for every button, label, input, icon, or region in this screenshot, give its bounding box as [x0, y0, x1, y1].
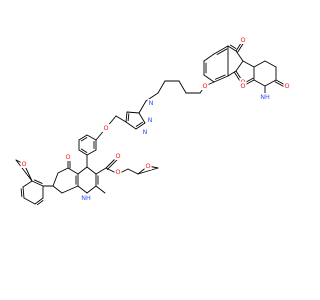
bond-line: [126, 111, 140, 114]
atom-label-nh-glut: NH: [260, 93, 270, 101]
atom-label-o-ester-carbonyl: O: [115, 152, 120, 160]
bond-line: [178, 80, 187, 94]
bond-line: [135, 122, 146, 130]
double-bond-line: [127, 113, 130, 122]
bond-line: [77, 166, 88, 175]
bond-line: [61, 185, 79, 194]
bond-line: [235, 50, 244, 62]
atom-label-background: [147, 99, 155, 107]
bond-line: [23, 197, 36, 205]
bond-line: [57, 167, 69, 174]
atom-label-background: [259, 93, 271, 101]
atom-label-o-phth-top: O: [240, 36, 245, 44]
atom-label-background: [201, 82, 209, 90]
double-bond-line: [229, 44, 237, 50]
double-bond-line: [20, 188, 23, 197]
atom-label-background: [144, 162, 152, 170]
double-bond-line: [135, 121, 143, 127]
bond-line: [242, 60, 255, 68]
atom-label-o-ketone: O: [65, 153, 70, 161]
bond-line: [115, 115, 127, 123]
bond-line: [77, 185, 88, 194]
bond-line: [67, 167, 79, 175]
atom-label-o-ester-single: O: [115, 168, 120, 176]
bond-line: [264, 60, 277, 68]
double-bond-line: [216, 48, 228, 55]
double-bond-line: [36, 200, 44, 206]
bond-line: [22, 180, 33, 188]
bond-line: [125, 121, 137, 130]
bond-line: [138, 100, 147, 114]
atom-label-o-glut-b: O: [284, 82, 289, 90]
bond-line: [95, 185, 106, 194]
bond-line: [86, 185, 97, 194]
bond-line: [125, 111, 128, 123]
bond-line: [31, 180, 44, 187]
bond-line: [253, 60, 266, 68]
atom-label-o-methoxy-ester: O: [145, 162, 150, 170]
atom-label-background: [146, 116, 154, 124]
bond-line: [203, 53, 215, 62]
bond-line: [235, 60, 244, 72]
molecule-canvas: OOOONHONNNOOOOONHO: [15, 36, 291, 206]
atom-label-n-triazole-2: N: [148, 116, 153, 124]
atom-label-background: [20, 160, 28, 168]
bond-line: [127, 168, 139, 175]
bond-line: [203, 74, 215, 83]
atom-label-background: [239, 82, 247, 90]
bond-line: [264, 79, 277, 87]
atom-label-background: [239, 36, 247, 44]
bond-line: [86, 149, 97, 156]
bond-line: [15, 159, 33, 182]
atom-label-n-triazole-1: N: [149, 99, 154, 107]
double-bond-line: [80, 148, 88, 154]
molecule-structure-diagram: OOOONHONNNOOOOONHO: [15, 36, 291, 206]
atom-label-background: [141, 128, 149, 136]
atom-label-n-triazole-3: N: [143, 128, 148, 136]
atom-label-background: [102, 124, 110, 132]
bond-line: [86, 166, 97, 175]
bond-line: [137, 167, 159, 175]
bond-line: [78, 149, 88, 156]
atom-label-o-glut-a: O: [240, 82, 245, 90]
bond-line: [34, 197, 44, 205]
atom-label-background: [283, 82, 291, 90]
atom-label-background: [114, 168, 122, 176]
bond-line: [253, 79, 266, 87]
bond-line: [95, 167, 107, 175]
bond-line: [157, 80, 166, 94]
double-bond-line: [80, 136, 88, 142]
atom-label-background: [80, 194, 92, 202]
double-bond-line: [34, 179, 43, 184]
bond-line: [213, 45, 229, 55]
atom-label-o-ether-aryl: O: [103, 124, 108, 132]
atom-label-background: [114, 152, 122, 160]
bond-line: [22, 186, 25, 199]
bond-line: [227, 45, 237, 52]
bond-line: [78, 134, 88, 141]
double-bond-line: [214, 74, 226, 80]
bond-line: [86, 134, 97, 141]
atom-label-layer: OOOONHONNNOOOOONHO: [20, 36, 291, 202]
bond-line: [138, 112, 146, 124]
atom-label-o-ether-phth: O: [202, 82, 207, 90]
atom-label-o-methoxy-aryl: O: [21, 160, 26, 168]
bond-line: [52, 185, 63, 194]
atom-label-nh-dhp: NH: [81, 194, 91, 202]
bond-line: [52, 172, 59, 187]
bond-line: [213, 75, 229, 83]
atom-label-background: [64, 153, 72, 161]
